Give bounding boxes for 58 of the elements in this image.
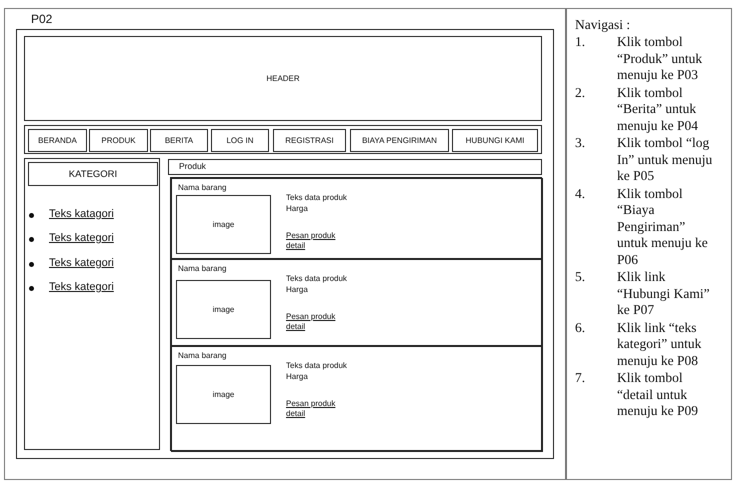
list-item-text: Klik link “Hubungi Kami” ke P07 [617,269,711,318]
nav-bar [24,125,542,154]
category-heading [28,162,158,186]
list-item-text: Klik tombol “Berita” untuk menuju ke P04 [617,84,699,134]
nav-button: LOG IN [211,129,269,152]
nav-button: PRODUK [89,129,148,152]
image-field: image [176,195,271,254]
nav-button: BERITA [150,129,208,152]
list-item-text: Klik link “teks kategori” untuk menuju ke P08 [617,320,702,369]
category-link: Teks kategori [49,257,114,269]
detail-link: detail [286,241,306,250]
image-field: image [176,280,271,339]
category-link: Teks kategori [49,232,114,244]
notes-heading: Navigasi : [575,17,630,33]
price-text: Harga [286,372,308,381]
sidebar-panel [24,158,160,450]
category-link: Teks katagori [49,208,114,220]
heading-text: KATEGORI [68,168,118,180]
order-link: Pesan produk [286,312,336,321]
product-card [171,346,543,452]
price-text: Harga [286,204,308,213]
detail-link: detail [286,409,306,418]
list-number: 2. [575,84,586,100]
product-card [171,259,543,346]
product-text: Teks data produk [286,274,347,283]
header-text: HEADER [266,74,300,83]
image-field: image [176,365,271,424]
category-link: Teks kategori [49,281,114,293]
nav-button: REGISTRASI [273,129,346,152]
list-item-text: Klik tombol “Produk” untuk menuju ke P03 [617,34,704,84]
list-number: 4. [575,186,586,202]
header-box [24,36,542,121]
detail-link: detail [286,322,306,331]
order-link: Pesan produk [286,399,336,408]
nav-button: HUBUNGI KAMI [452,129,538,152]
product-text: Teks data produk [286,193,347,202]
list-number: 3. [575,135,586,151]
price-text: Harga [286,285,308,294]
product-list [170,177,542,451]
product-text: Teks data produk [286,361,347,370]
nav-button: BIAYA PENGIRIMAN [350,129,449,152]
section-heading [168,159,542,175]
product-card [171,178,543,259]
product-name: Nama barang [178,351,226,360]
list-number: 6. [575,320,586,336]
list-number: 5. [575,269,586,285]
section-title: Produk [179,161,206,171]
page-code: P02 [31,12,52,26]
list-item-text: Klik tombol “log In” untuk menuju ke P05 [617,135,714,184]
list-item-text: Klik tombol “Biaya Pengiriman” untuk menuju ke P06 [617,186,709,268]
list-number: 7. [575,370,586,386]
nav-button: BERANDA [28,129,87,152]
list-number: 1. [575,34,586,50]
order-link: Pesan produk [286,231,336,240]
product-name: Nama barang [178,183,226,192]
notes-cell [566,8,732,480]
product-name: Nama barang [178,264,226,273]
list-item-text: Klik tombol “detail untuk menuju ke P09 [617,370,699,420]
